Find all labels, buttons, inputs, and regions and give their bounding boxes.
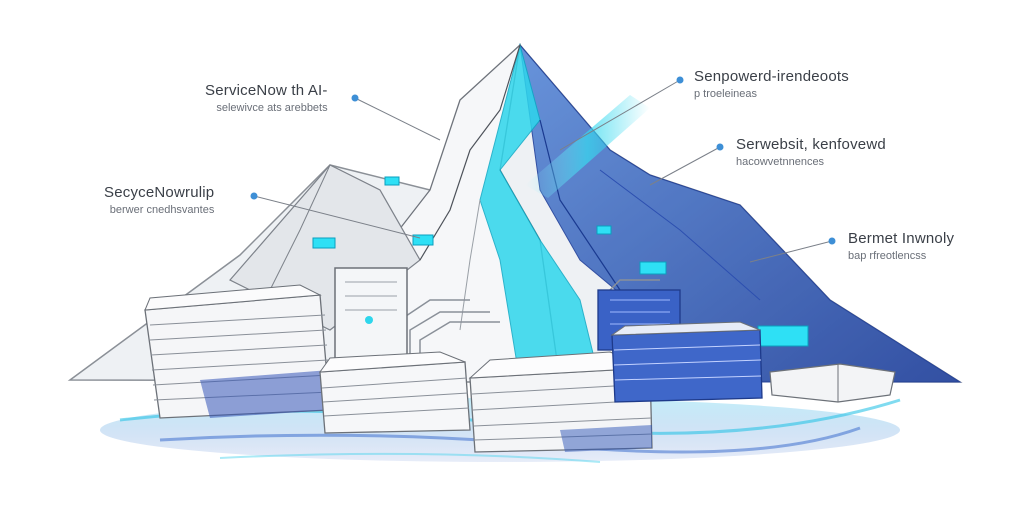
callout-subtitle: hacowvetnnences bbox=[736, 156, 825, 168]
document-stack-right-blue bbox=[610, 321, 763, 403]
server-tower bbox=[334, 267, 408, 369]
cyan-chips bbox=[312, 176, 809, 347]
callout-mid-left: SecyceNowrulip berwer cnedhsvantes bbox=[104, 184, 214, 216]
document-stack-center-right bbox=[468, 351, 653, 453]
callout-title: ServiceNow th AI- bbox=[205, 82, 328, 99]
callout-mid-right: Serwebsit, kenfovewd hacowvetnnences bbox=[736, 136, 886, 168]
callout-title: Bermet Inwnoly bbox=[848, 230, 955, 247]
callout-top-right: Senpowerd-irendeoots p troeleineas bbox=[694, 68, 849, 100]
callout-subtitle: p troeleineas bbox=[694, 88, 757, 100]
leader-lines bbox=[253, 79, 833, 263]
callout-title: Serwebsit, kenfovewd bbox=[736, 136, 886, 153]
callout-low-right: Bermet Inwnoly bap rfreotlencss bbox=[848, 230, 954, 262]
callout-subtitle: bap rfreotlencss bbox=[848, 250, 927, 262]
document-stack-center bbox=[318, 351, 471, 434]
callout-subtitle: berwer cnedhsvantes bbox=[109, 204, 215, 216]
callout-title: Senpowerd-irendeoots bbox=[694, 68, 849, 85]
callout-top-left: ServiceNow th AI- selewivce ats arebbets bbox=[205, 82, 328, 114]
callout-subtitle: selewivce ats arebbets bbox=[216, 102, 328, 114]
document-stack-left bbox=[144, 284, 331, 419]
callout-title: SecyceNowrulip bbox=[104, 184, 215, 201]
callout-dots bbox=[250, 76, 836, 245]
open-book bbox=[769, 363, 896, 403]
